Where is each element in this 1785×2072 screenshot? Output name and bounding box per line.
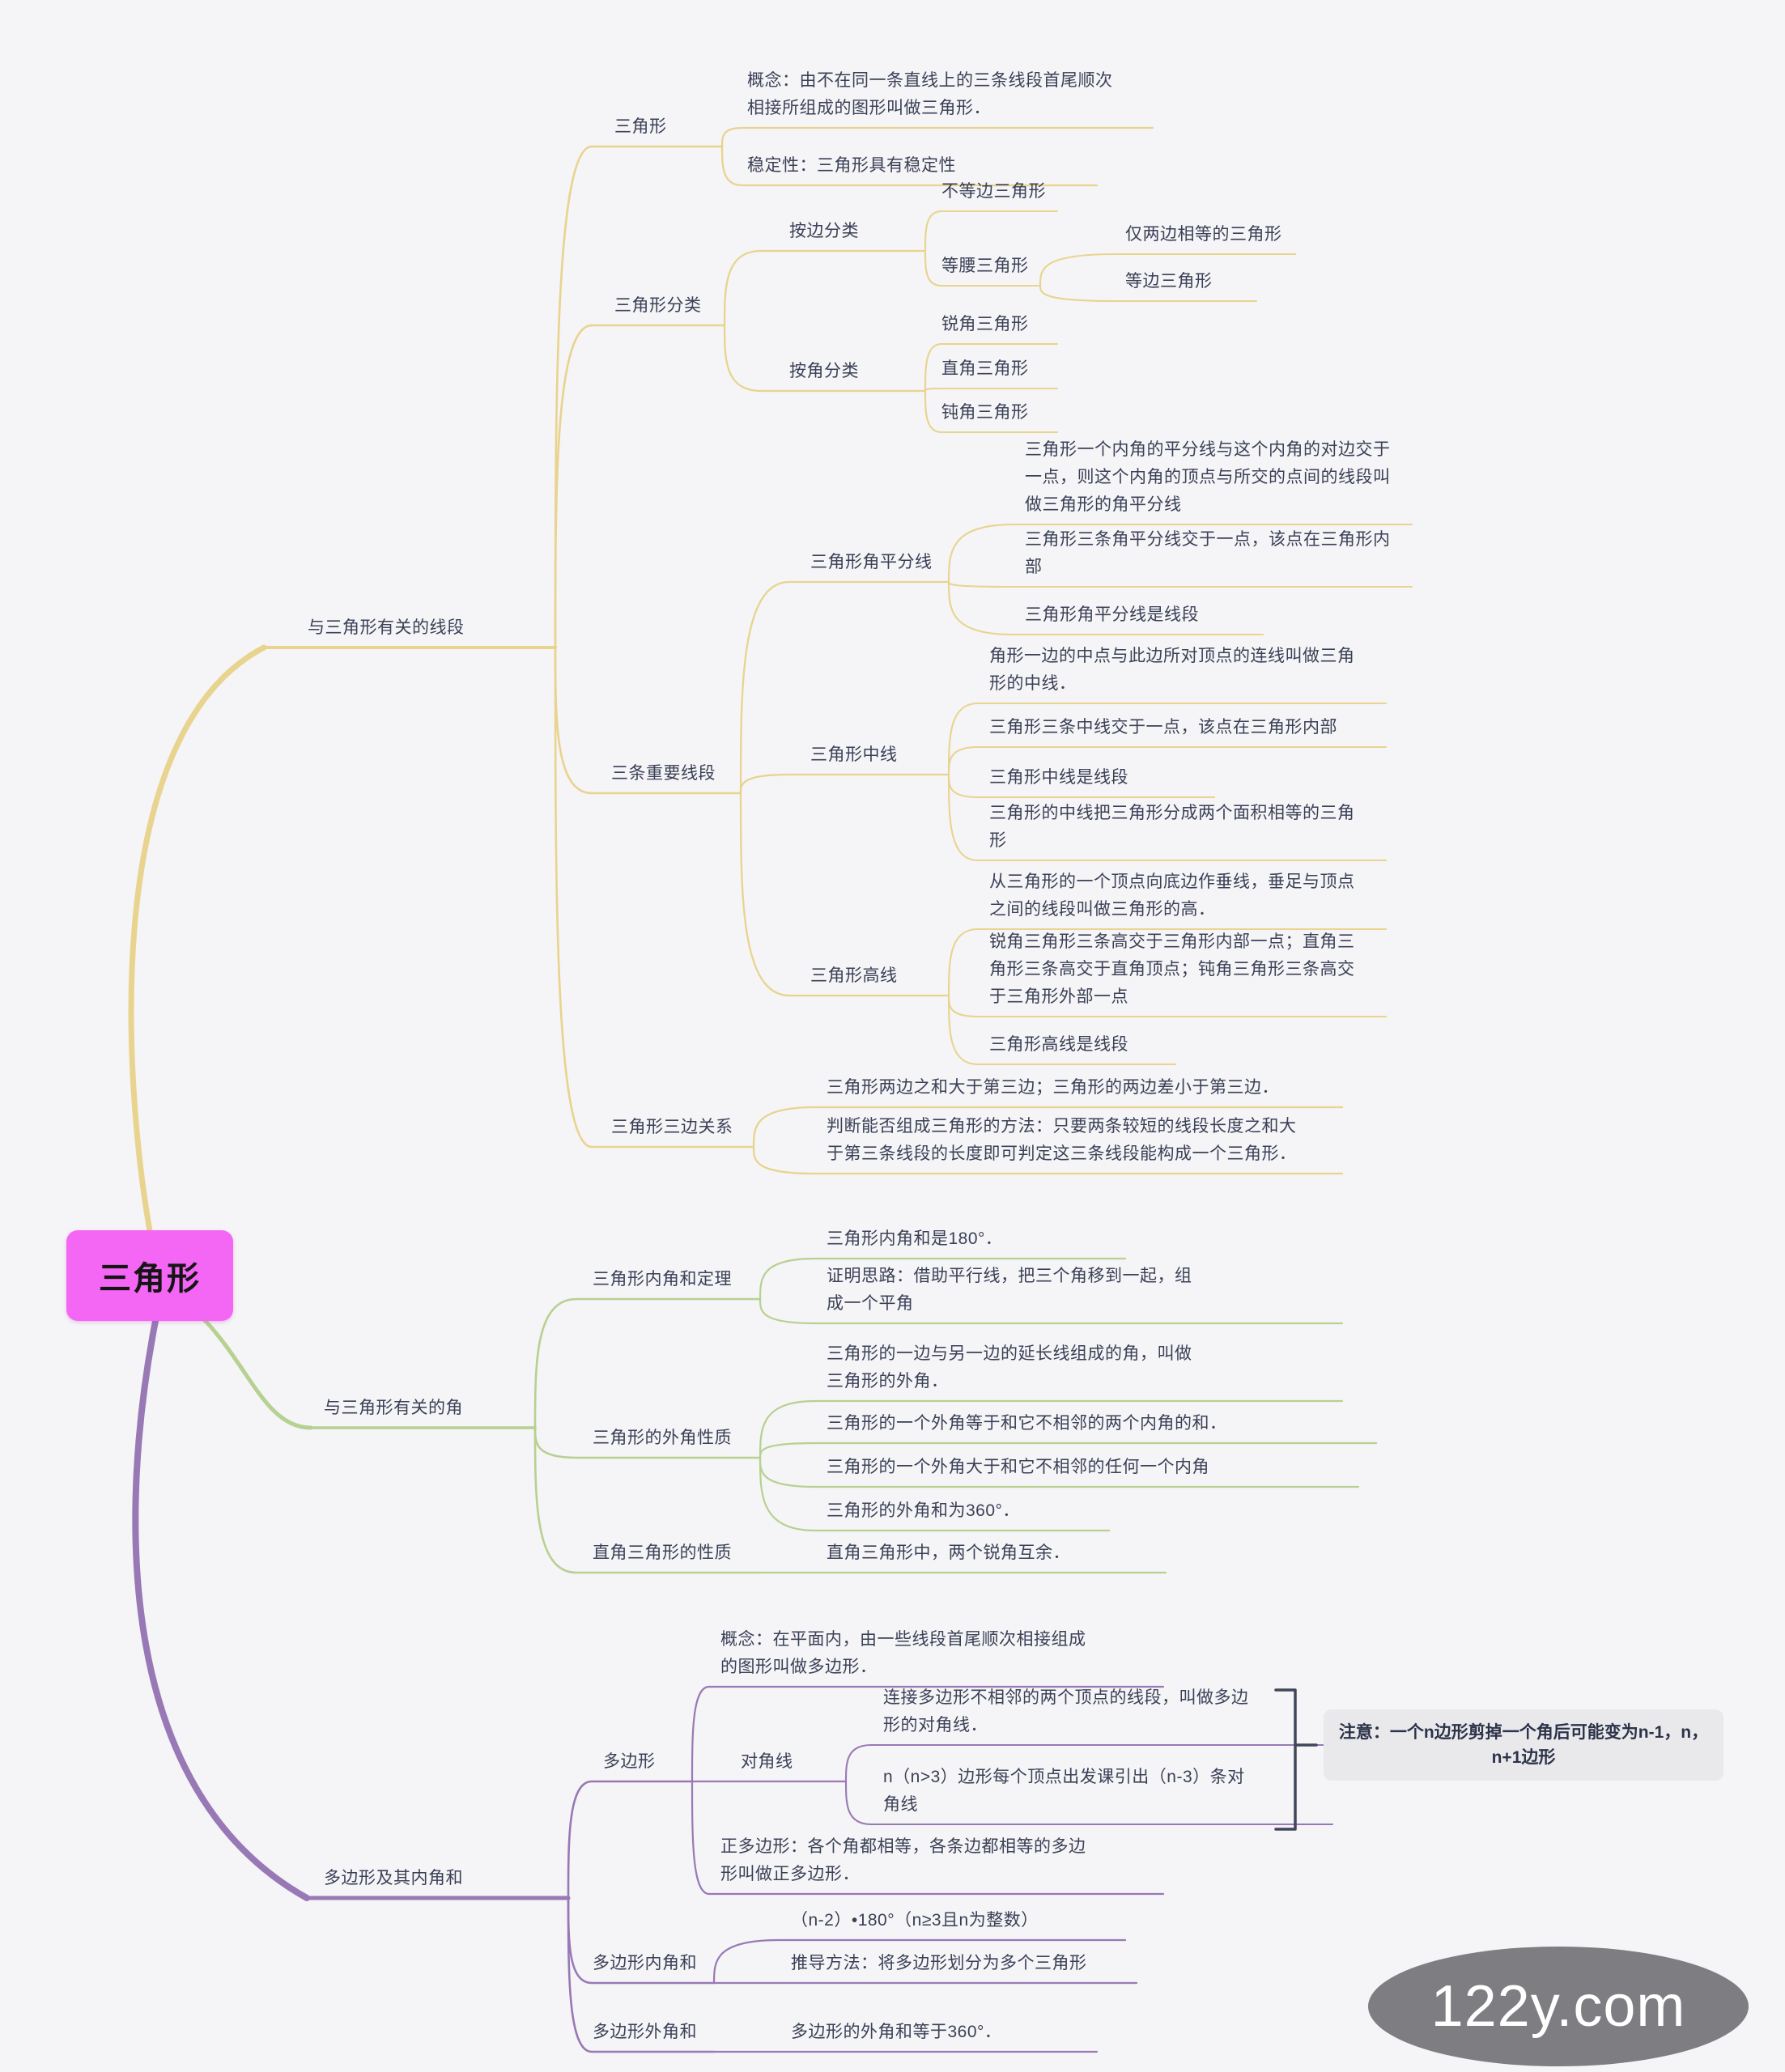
node-interior-sum[interactable]: 三角形内角和是180°．	[827, 1229, 1003, 1248]
node-bisector-definition[interactable]: 三角形一个内角的平分线与这个内角的对边交于一点，则这个内角的顶点与所交的点间的线…	[1025, 440, 1391, 514]
root-node[interactable]: 三角形	[66, 1230, 233, 1321]
node-by-side-label[interactable]: 按边分类	[789, 222, 859, 240]
node-acute-triangle[interactable]: 锐角三角形	[941, 315, 1029, 333]
node-triangle-label[interactable]: 三角形	[614, 117, 667, 136]
node-altitude-is-segment[interactable]: 三角形高线是线段	[989, 1035, 1128, 1054]
yellow-branch-lines	[128, 126, 1413, 1234]
node-side-judge[interactable]: 判断能否组成三角形的方法：只要两条较短的线段长度之和大于第三条线段的长度即可判定…	[827, 1117, 1297, 1163]
node-right-props-label[interactable]: 直角三角形的性质	[593, 1543, 732, 1562]
node-polygon-concept[interactable]: 概念：在平面内，由一些线段首尾顺次相接组成的图形叫做多边形．	[720, 1630, 1086, 1676]
node-interior-sum-method[interactable]: 推导方法：将多边形划分为多个三角形	[791, 1954, 1087, 1972]
node-median-is-segment[interactable]: 三角形中线是线段	[989, 768, 1128, 787]
node-median-concurrency[interactable]: 三角形三条中线交于一点，该点在三角形内部	[989, 718, 1337, 737]
node-side-relation-label[interactable]: 三角形三边关系	[611, 1118, 733, 1136]
node-isosceles-label[interactable]: 等腰三角形	[941, 257, 1029, 275]
branch-polygon-label[interactable]: 多边形及其内角和	[324, 1869, 463, 1887]
node-right-complementary[interactable]: 直角三角形中，两个锐角互余．	[827, 1543, 1070, 1562]
node-interior-sum-formula[interactable]: （n-2）•180°（n≥3且n为整数）	[791, 1911, 1039, 1930]
node-diagonal-label[interactable]: 对角线	[741, 1752, 793, 1771]
node-polygon-label[interactable]: 多边形	[603, 1752, 656, 1771]
branch-segments-label[interactable]: 与三角形有关的线段	[308, 618, 465, 637]
node-exterior-sum-value[interactable]: 多边形的外角和等于360°．	[791, 2023, 1002, 2041]
node-diagonal-definition[interactable]: 连接多边形不相邻的两个顶点的线段，叫做多边形的对角线．	[883, 1688, 1249, 1734]
node-exterior-equal[interactable]: 三角形的一个外角等于和它不相邻的两个内角的和．	[827, 1414, 1227, 1433]
node-triangle-stability[interactable]: 稳定性：三角形具有稳定性	[747, 156, 956, 175]
node-three-lines-label[interactable]: 三条重要线段	[611, 764, 716, 783]
node-side-inequality[interactable]: 三角形两边之和大于第三边；三角形的两边差小于第三边．	[827, 1078, 1279, 1097]
node-only-two-equal[interactable]: 仅两边相等的三角形	[1125, 225, 1282, 244]
green-branch-lines	[200, 1257, 1378, 1574]
node-interior-proof[interactable]: 证明思路：借助平行线，把三个角移到一起，组成一个平角	[827, 1267, 1192, 1313]
node-median-label[interactable]: 三角形中线	[810, 745, 898, 764]
node-obtuse-triangle[interactable]: 钝角三角形	[941, 403, 1029, 422]
node-exterior-greater[interactable]: 三角形的一个外角大于和它不相邻的任何一个内角	[827, 1458, 1209, 1476]
node-triangle-concept[interactable]: 概念：由不在同一条直线上的三条线段首尾顺次相接所组成的图形叫做三角形．	[747, 71, 1113, 117]
note-box[interactable]: 注意：一个n边形剪掉一个角后可能变为n-1，n，n+1边形	[1324, 1709, 1723, 1781]
node-bisector-is-segment[interactable]: 三角形角平分线是线段	[1025, 605, 1199, 624]
node-interior-sum-label[interactable]: 多边形内角和	[593, 1954, 697, 1972]
node-exterior-sum-label[interactable]: 多边形外角和	[593, 2023, 697, 2041]
node-altitude-concurrency[interactable]: 锐角三角形三条高交于三角形内部一点；直角三角形三条高交于直角顶点；钝角三角形三条…	[989, 932, 1355, 1006]
node-regular-polygon[interactable]: 正多边形：各个角都相等，各条边都相等的多边形叫做正多边形．	[720, 1837, 1086, 1883]
purple-branch-lines	[132, 1318, 1334, 2053]
node-classification-label[interactable]: 三角形分类	[614, 296, 702, 315]
node-equilateral[interactable]: 等边三角形	[1125, 272, 1213, 291]
node-interior-theorem-label[interactable]: 三角形内角和定理	[593, 1270, 732, 1289]
node-bisector-label[interactable]: 三角形角平分线	[810, 553, 933, 571]
node-scalene[interactable]: 不等边三角形	[941, 182, 1046, 201]
node-altitude-label[interactable]: 三角形高线	[810, 966, 898, 985]
node-median-equal-area[interactable]: 三角形的中线把三角形分成两个面积相等的三角形	[989, 804, 1355, 850]
node-right-triangle[interactable]: 直角三角形	[941, 359, 1029, 378]
node-exterior-sum[interactable]: 三角形的外角和为360°．	[827, 1501, 1020, 1520]
node-exterior-definition[interactable]: 三角形的一边与另一边的延长线组成的角，叫做三角形的外角．	[827, 1344, 1192, 1391]
node-bisector-concurrency[interactable]: 三角形三条角平分线交于一点，该点在三角形内部	[1025, 530, 1391, 576]
node-altitude-definition[interactable]: 从三角形的一个顶点向底边作垂线，垂足与顶点之间的线段叫做三角形的高．	[989, 873, 1355, 919]
node-by-angle-label[interactable]: 按角分类	[789, 362, 859, 380]
branch-angles-label[interactable]: 与三角形有关的角	[324, 1399, 463, 1417]
note-bracket	[1274, 1688, 1318, 1831]
watermark-logo: 122y.com	[1368, 1947, 1749, 2066]
node-diagonal-count[interactable]: n（n>3）边形每个顶点出发课引出（n-3）条对角线	[883, 1768, 1245, 1814]
node-exterior-label[interactable]: 三角形的外角性质	[593, 1429, 732, 1447]
node-median-definition[interactable]: 角形一边的中点与此边所对顶点的连线叫做三角形的中线．	[989, 647, 1355, 693]
